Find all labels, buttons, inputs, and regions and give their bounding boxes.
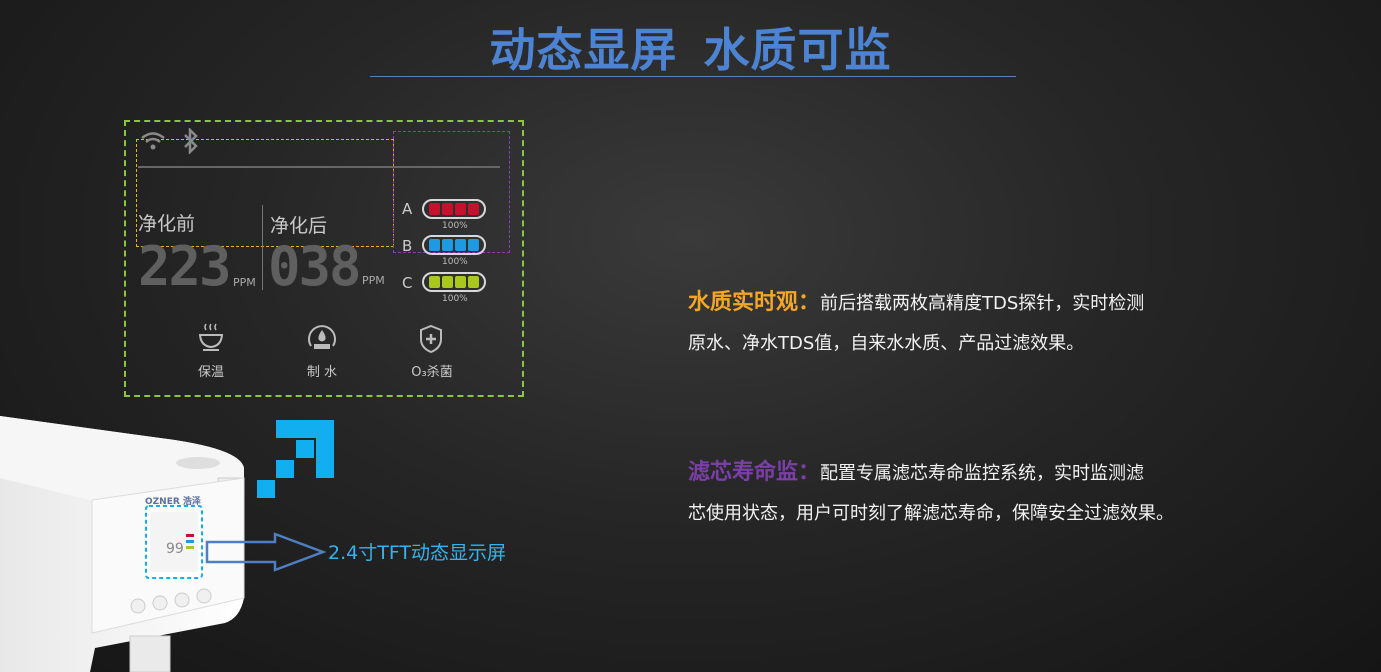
- bluetooth-icon: [184, 128, 198, 154]
- title-underline: [370, 76, 1016, 77]
- feature-filter-life-line1: 配置专属滤芯寿命监控系统，实时监测滤: [820, 463, 1145, 484]
- after-tds-value: 038: [268, 235, 362, 298]
- shield-plus-icon: [420, 324, 442, 354]
- filter-a-battery: [422, 199, 486, 219]
- filter-a-percent: 100%: [442, 221, 468, 231]
- display-outline-green: [124, 120, 524, 397]
- before-tds-value: 223: [138, 235, 232, 298]
- ozone-sterilize-label: O₃杀菌: [411, 365, 453, 380]
- device-brand: OZNER 浩泽: [145, 495, 201, 507]
- make-water-label: 制 水: [306, 365, 338, 380]
- before-label: 净化前: [138, 213, 196, 235]
- feature-water-quality-line1: 前后搭载两枚高精度TDS探针，实时检测: [820, 293, 1145, 314]
- water-make-icon: [308, 325, 336, 349]
- device-screen-value: 99: [166, 541, 184, 557]
- title-part-1: 动态显屏: [489, 23, 678, 77]
- filter-c-battery: [422, 272, 486, 292]
- filter-a-letter: A: [402, 200, 413, 218]
- feature-water-quality-line2: 原水、净水TDS值，自来水水质、产品过滤效果。: [688, 333, 1085, 354]
- after-label: 净化后: [270, 215, 328, 237]
- bowl-steam-icon: [198, 323, 224, 351]
- callout-arrow-icon: [205, 532, 327, 572]
- wifi-icon: [141, 132, 165, 150]
- filter-c-letter: C: [402, 274, 413, 292]
- title-part-2: 水质可监: [703, 23, 892, 77]
- feature-filter-life: 滤芯寿命监：配置专属滤芯寿命监控系统，实时监测滤 芯使用状态，用户可时刻了解滤芯…: [688, 453, 1248, 534]
- tft-screen-label: 2.4寸TFT动态显示屏: [328, 542, 507, 564]
- filter-b-letter: B: [402, 237, 413, 255]
- feature-water-quality-heading: 水质实时观：: [688, 290, 821, 315]
- before-unit: PPM: [233, 276, 256, 289]
- feature-filter-life-line2: 芯使用状态，用户可时刻了解滤芯寿命，保障安全过滤效果。: [688, 503, 1174, 524]
- feature-water-quality: 水质实时观：前后搭载两枚高精度TDS探针，实时检测 原水、净水TDS值，自来水水…: [688, 283, 1248, 364]
- filter-b-battery: [422, 235, 486, 255]
- feature-filter-life-heading: 滤芯寿命监：: [688, 460, 821, 485]
- water-purifier-device: 99 OZNER 浩泽: [0, 416, 245, 672]
- page-title: 动态显屏水质可监: [0, 14, 1381, 80]
- display-value-divider: [262, 205, 263, 290]
- filter-c-percent: 100%: [442, 294, 468, 304]
- keep-warm-label: 保温: [197, 365, 224, 380]
- display-divider: [138, 166, 500, 168]
- display-outline-purple: [393, 131, 510, 253]
- filter-b-percent: 100%: [442, 257, 468, 267]
- after-unit: PPM: [362, 274, 385, 287]
